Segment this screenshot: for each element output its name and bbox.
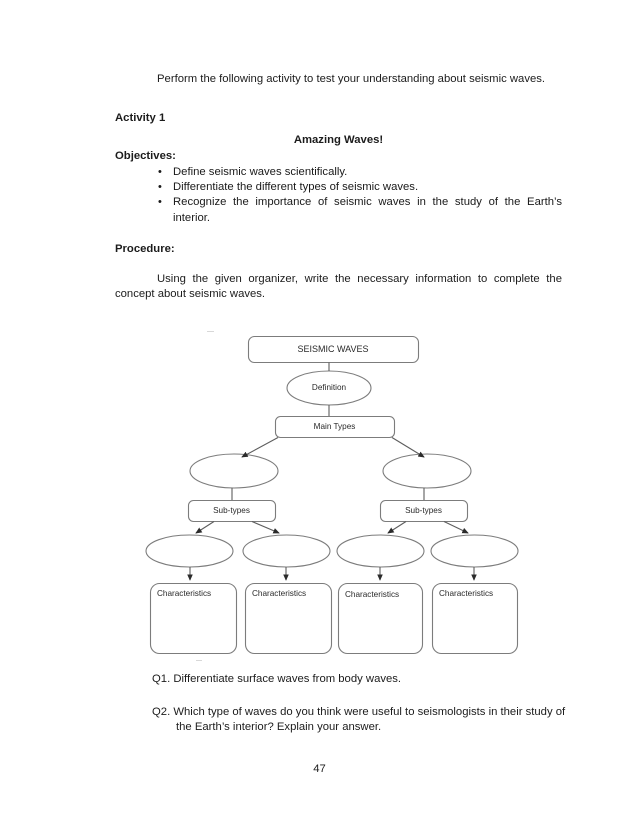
activity-heading: Activity 1 bbox=[115, 112, 166, 124]
question-1-id: Q1. bbox=[152, 673, 171, 685]
node-subtype-4 bbox=[430, 534, 519, 568]
connector-maintypes-right bbox=[391, 437, 425, 458]
node-type-left bbox=[189, 453, 279, 489]
list-item: • Define seismic waves scientifically. bbox=[115, 165, 562, 180]
procedure-heading: Procedure: bbox=[115, 243, 175, 255]
node-type-right bbox=[382, 453, 472, 489]
activity-title: Amazing Waves! bbox=[293, 134, 384, 146]
label-seismic-waves: SEISMIC WAVES bbox=[297, 344, 369, 354]
node-subtype-3 bbox=[336, 534, 425, 568]
node-subtype-2 bbox=[242, 534, 331, 568]
label-characteristics-4: Characteristics bbox=[439, 589, 494, 598]
connector-subtypesright-3 bbox=[387, 521, 407, 534]
question-1-text: Differentiate surface waves from body wa… bbox=[173, 673, 402, 685]
scan-artifact bbox=[207, 331, 214, 332]
procedure-paragraph: Using the given organizer, write the nec… bbox=[115, 273, 562, 301]
scan-artifact bbox=[196, 660, 202, 661]
bullet-icon: • bbox=[158, 166, 162, 178]
label-definition: Definition bbox=[311, 383, 347, 392]
connector-subtypesleft-1 bbox=[195, 521, 215, 534]
label-subtypes-left: Sub-types bbox=[213, 506, 250, 515]
label-subtypes-right: Sub-types bbox=[405, 506, 442, 515]
objectives-list: • Define seismic waves scientifically. •… bbox=[115, 165, 562, 226]
question-2-text: Which type of waves do you think were us… bbox=[173, 706, 566, 734]
list-item: • Recognize the importance of seismic wa… bbox=[115, 195, 562, 225]
objectives-heading: Objectives: bbox=[115, 150, 176, 162]
connector-subtypesleft-2 bbox=[251, 520, 280, 534]
label-main-types: Main Types bbox=[313, 422, 356, 431]
page-number: 47 bbox=[313, 763, 326, 775]
bullet-icon: • bbox=[158, 196, 162, 209]
bullet-icon: • bbox=[158, 181, 162, 194]
question-2-id: Q2. bbox=[152, 706, 171, 718]
label-characteristics-1: Characteristics bbox=[157, 589, 212, 598]
question-2: Q2. Which type of waves do you think wer… bbox=[152, 705, 574, 735]
intro-paragraph: Perform the following activity to test y… bbox=[157, 73, 546, 85]
question-1: Q1. Differentiate surface waves from bod… bbox=[152, 672, 572, 687]
connector-subtypesright-4 bbox=[443, 521, 469, 534]
list-item: • Differentiate the different types of s… bbox=[115, 180, 562, 195]
node-subtype-1 bbox=[145, 534, 234, 568]
label-characteristics-2: Characteristics bbox=[252, 589, 307, 598]
label-characteristics-3: Characteristics bbox=[345, 590, 400, 599]
list-item-label: Differentiate the different types of sei… bbox=[173, 181, 419, 194]
list-item-label: Recognize the importance of seismic wave… bbox=[173, 196, 562, 224]
list-item-label: Define seismic waves scientifically. bbox=[173, 166, 348, 178]
connector-maintypes-left bbox=[241, 437, 279, 458]
